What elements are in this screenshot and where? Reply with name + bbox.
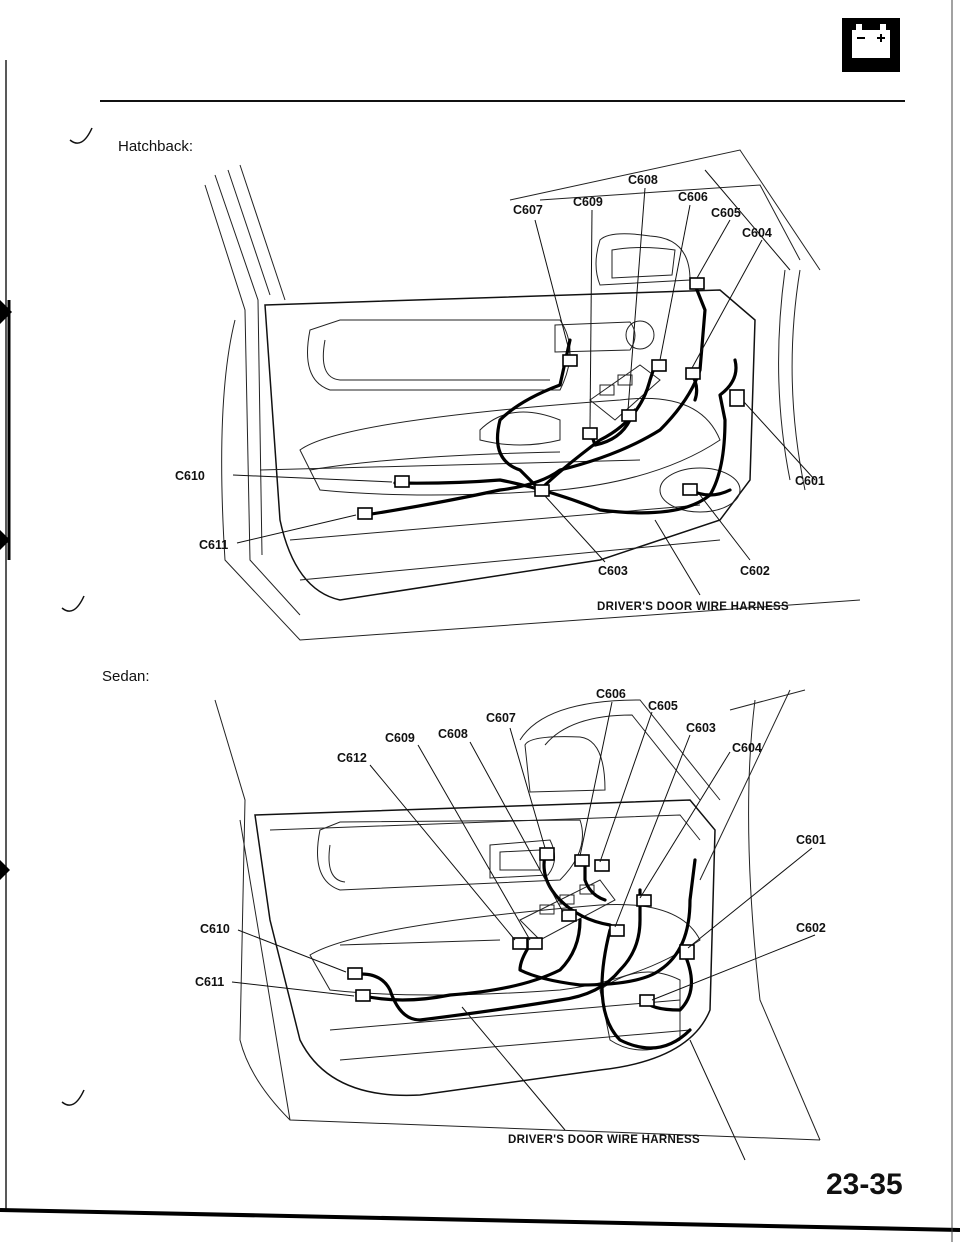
sedan-c612-label: C612 — [337, 751, 367, 765]
hatchback-c603-label: C603 — [598, 564, 628, 578]
hatchback-c606-label: C606 — [678, 190, 708, 204]
hatchback-c605-label: C605 — [711, 206, 741, 220]
hatchback-c611-label: C611 — [199, 538, 228, 552]
sedan-c603-label: C603 — [686, 721, 716, 735]
sedan-c601-label: C601 — [796, 833, 826, 847]
sedan-c605-label: C605 — [648, 699, 678, 713]
sedan-c604-label: C604 — [732, 741, 762, 755]
page-number: 23-35 — [826, 1168, 903, 1201]
hatchback-c602-label: C602 — [740, 564, 770, 578]
sedan-c610-label: C610 — [200, 922, 230, 936]
battery-icon — [840, 16, 902, 74]
hatchback-c610-label: C610 — [175, 469, 205, 483]
hatchback-c601-label: C601 — [795, 474, 825, 488]
hatchback-c607-label: C607 — [513, 203, 543, 217]
hatchback-c608-label: C608 — [628, 173, 658, 187]
sedan-label: Sedan: — [102, 668, 150, 685]
sedan-c607-label: C607 — [486, 711, 516, 725]
hatchback-c609-label: C609 — [573, 195, 603, 209]
sedan-c606-label: C606 — [596, 687, 626, 701]
sedan-harness-label: DRIVER'S DOOR WIRE HARNESS — [508, 1134, 700, 1146]
hatchback-label: Hatchback: — [118, 138, 194, 155]
hatchback-c604-label: C604 — [742, 226, 772, 240]
sedan-c611-label: C611 — [195, 975, 224, 989]
sedan-c609-label: C609 — [385, 731, 415, 745]
sedan-c608-label: C608 — [438, 727, 468, 741]
hatchback-harness-label: DRIVER'S DOOR WIRE HARNESS — [597, 601, 789, 613]
header-rule — [100, 100, 905, 102]
sedan-c602-label: C602 — [796, 921, 826, 935]
